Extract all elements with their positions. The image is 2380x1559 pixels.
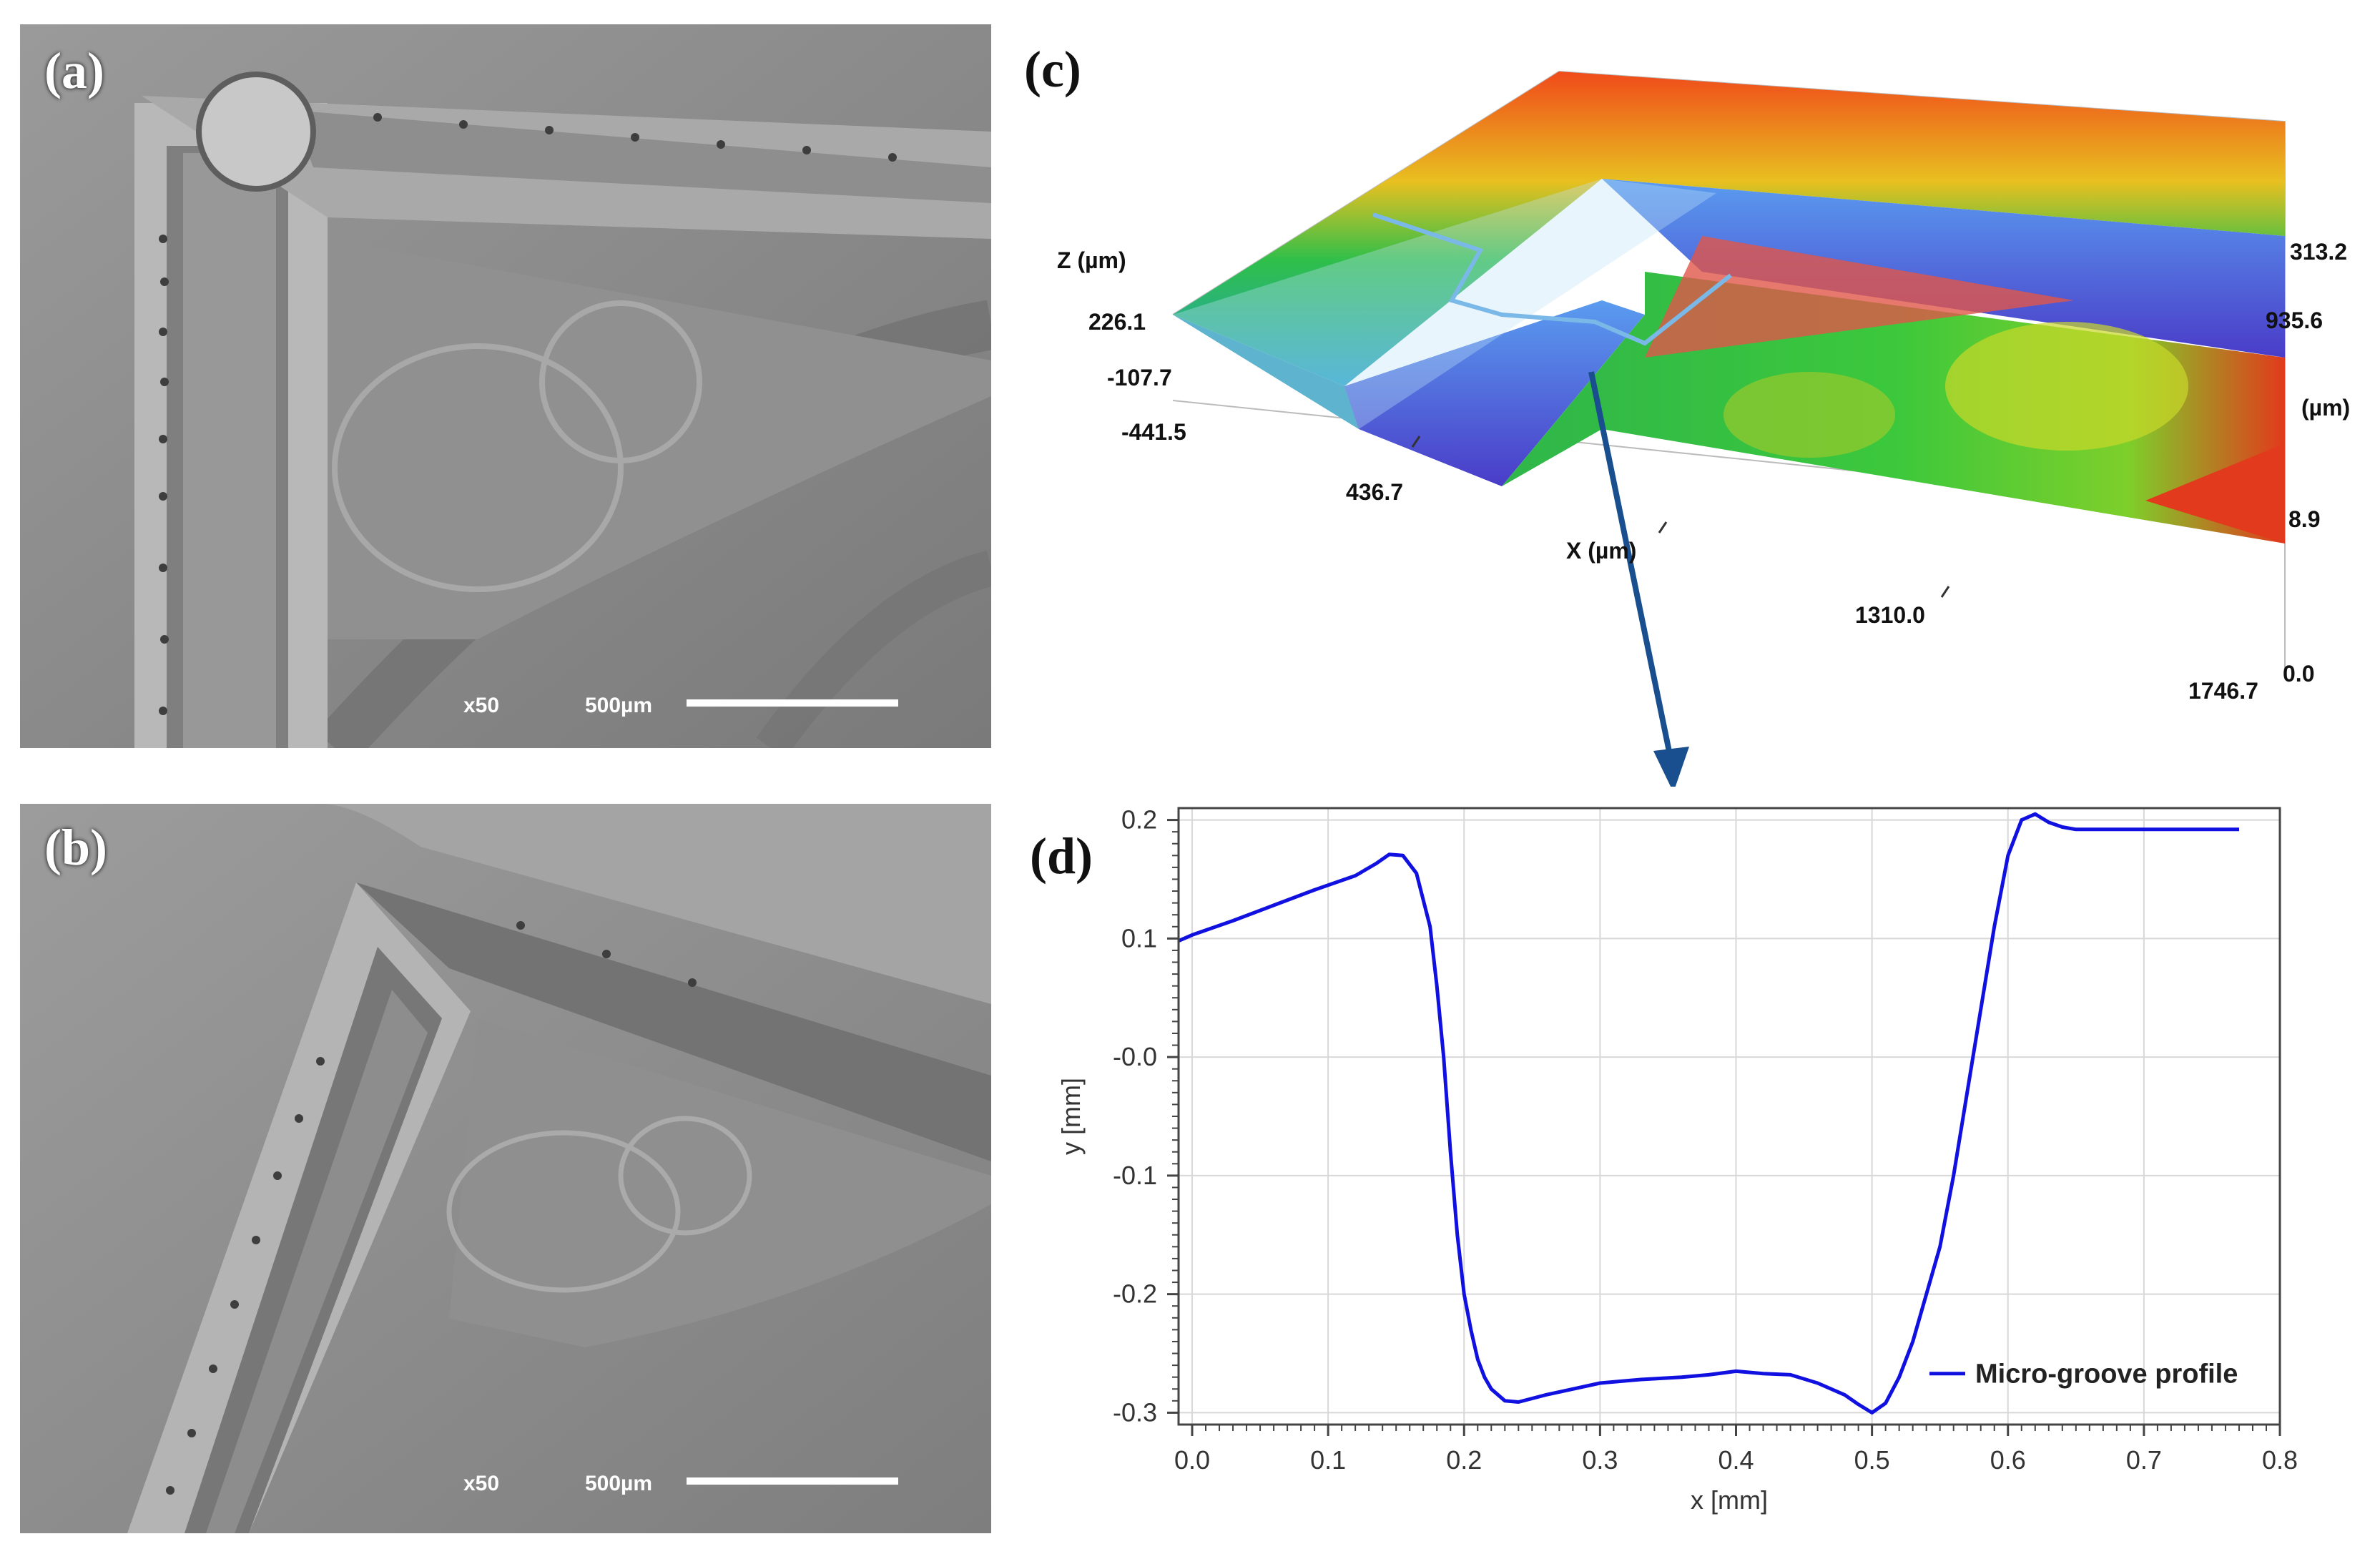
z-tick-top: 226.1 <box>1088 309 1146 335</box>
x-tick-3: 1746.7 <box>2188 678 2258 704</box>
y-tick-label: 0.2 <box>1121 805 1157 835</box>
x-tick-label: 0.3 <box>1582 1445 1618 1475</box>
x-tick-label: 0.0 <box>1174 1445 1210 1475</box>
x-tick-label: 0.6 <box>1990 1445 2026 1475</box>
sem-scale-bar-b <box>687 1477 898 1485</box>
topography-3d-surface <box>1172 71 2286 787</box>
y-tick-label: 0.1 <box>1121 923 1157 953</box>
sem-scale-bar-a <box>687 699 898 707</box>
x-tick-label: 0.1 <box>1310 1445 1346 1475</box>
chart-y-axis-label: y [mm] <box>1056 1078 1086 1155</box>
y-tick-label: -0.1 <box>1113 1161 1157 1190</box>
chart-grid <box>1179 808 2281 1425</box>
chart-ticks: 0.0 0.1 0.2 0.3 0.4 0.5 0.6 0.7 0.8 0.2 0.1 -0.0 -0.… <box>1113 805 2298 1475</box>
x-tick-label: 0.4 <box>1718 1445 1754 1475</box>
y-tick-2: 935.6 <box>2266 308 2324 333</box>
panel-label-b: (b) <box>44 819 107 876</box>
x-tick-label: 0.7 <box>2126 1445 2162 1475</box>
x-axis-label: X (µm) <box>1566 538 1637 564</box>
y-tick-3: 8.9 <box>2288 506 2321 532</box>
profile-arrow <box>1588 371 1676 773</box>
panel-label-c: (c) <box>1024 41 1081 98</box>
plot-frame <box>1177 807 2281 1426</box>
z-tick-mid: -107.7 <box>1107 365 1172 390</box>
chart-series <box>1177 812 2239 1415</box>
y-tick-1: 313.2 <box>2290 239 2348 265</box>
x-tick-2: 1310.0 <box>1855 602 1925 628</box>
y-tick-label: -0.0 <box>1113 1042 1157 1071</box>
sem-magnification-a: x50 <box>463 694 500 717</box>
x-tick-label: 0.2 <box>1446 1445 1482 1475</box>
x-tick-label: 0.8 <box>2262 1445 2298 1475</box>
y-tick-4: 0.0 <box>2283 661 2315 687</box>
y-tick-label: -0.3 <box>1113 1397 1157 1427</box>
z-axis-label: Z (µm) <box>1057 247 1126 273</box>
x-tick-1: 436.7 <box>1346 479 1404 505</box>
x-tick-label: 0.5 <box>1854 1445 1890 1475</box>
series-line-micro-groove-profile <box>1177 812 2239 1415</box>
sem-scale-label-b: 500µm <box>585 1472 653 1495</box>
y-axis-unit: (µm) <box>2301 395 2351 421</box>
chart-x-axis-label: x [mm] <box>1691 1485 1768 1515</box>
legend-label: Micro-groove profile <box>1975 1359 2238 1390</box>
profile-arrow-head <box>1653 747 1689 787</box>
panel-label-d: (d) <box>1030 827 1093 885</box>
z-tick-bottom: -441.5 <box>1121 419 1186 445</box>
panel-label-a: (a) <box>44 42 104 99</box>
sem-image-a: (a) x50 500µm <box>20 24 991 748</box>
sem-magnification-b: x50 <box>463 1472 500 1495</box>
sem-texture-a <box>20 24 991 748</box>
sem-image-b: (b) x50 500µm <box>20 804 991 1533</box>
y-tick-label: -0.2 <box>1113 1279 1157 1309</box>
sem-texture-b <box>20 804 991 1533</box>
sem-scale-label-a: 500µm <box>585 694 653 717</box>
chart-legend: Micro-groove profile <box>1929 1359 2238 1390</box>
